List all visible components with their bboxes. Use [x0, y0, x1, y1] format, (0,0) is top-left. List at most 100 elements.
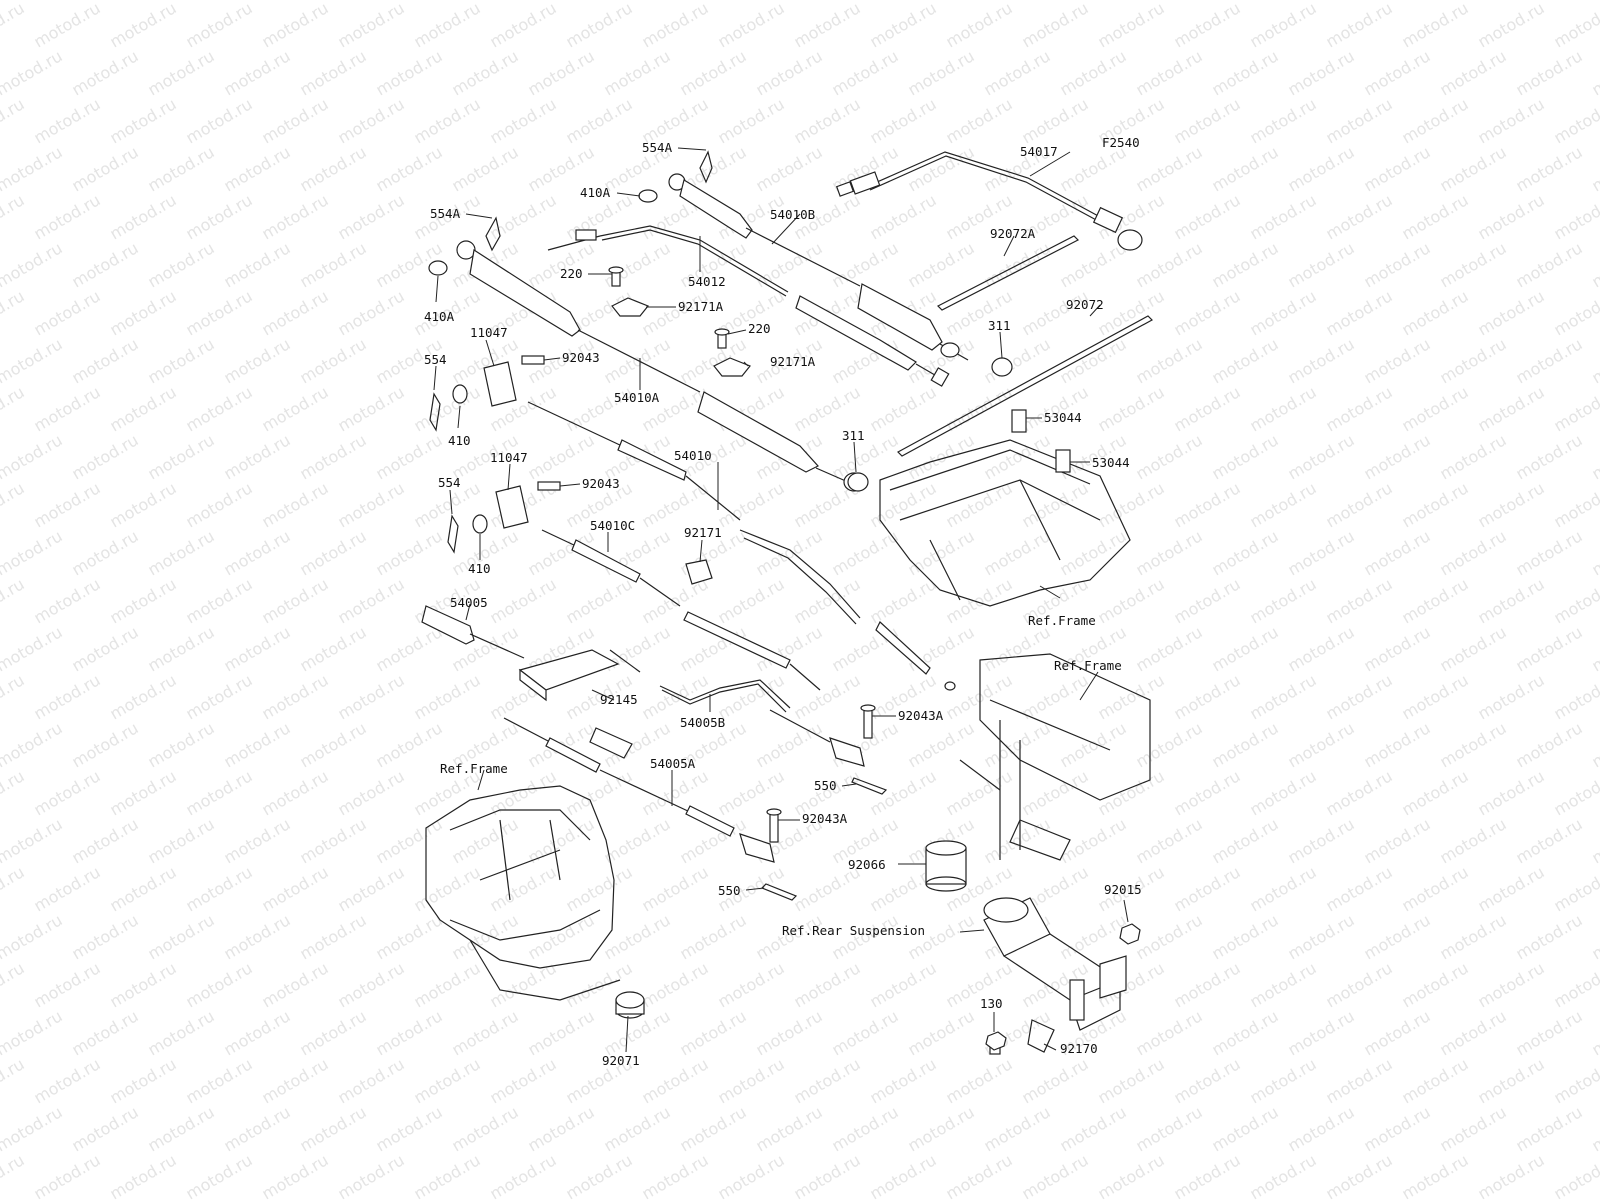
- watermark-text: motod.ru: [107, 94, 180, 147]
- watermark-text: motod.ru: [31, 862, 104, 915]
- watermark-text: motod.ru: [563, 574, 636, 627]
- watermark-text: motod.ru: [1589, 1006, 1600, 1059]
- watermark-text: motod.ru: [1513, 238, 1586, 291]
- watermark-text: motod.ru: [905, 0, 978, 3]
- part-label-53044[interactable]: 53044: [1092, 455, 1130, 470]
- part-label-11047[interactable]: 11047: [470, 325, 508, 340]
- part-label-92043A[interactable]: 92043A: [898, 708, 944, 723]
- watermark-text: motod.ru: [107, 286, 180, 339]
- part-label-410A[interactable]: 410A: [424, 309, 455, 324]
- watermark-text: motod.ru: [1019, 766, 1092, 819]
- watermark-text: motod.ru: [1437, 526, 1510, 579]
- watermark-text: motod.ru: [0, 910, 66, 963]
- part-label-554A[interactable]: 554A: [642, 140, 673, 155]
- watermark-text: motod.ru: [1551, 1054, 1600, 1107]
- part-label-54010B[interactable]: 54010B: [770, 207, 815, 222]
- part-label-11047[interactable]: 11047: [490, 450, 528, 465]
- watermark-text: motod.ru: [183, 766, 256, 819]
- watermark-text: motod.ru: [1171, 958, 1244, 1011]
- watermark-text: motod.ru: [1247, 382, 1320, 435]
- part-label-554[interactable]: 554: [424, 352, 447, 367]
- watermark-text: motod.ru: [1323, 1150, 1396, 1200]
- part-label-92072[interactable]: 92072: [1066, 297, 1104, 312]
- watermark-text: motod.ru: [1209, 718, 1282, 771]
- watermark-text: motod.ru: [601, 910, 674, 963]
- part-label-54010[interactable]: 54010: [674, 448, 712, 463]
- watermark-text: motod.ru: [335, 958, 408, 1011]
- watermark-text: motod.ru: [31, 286, 104, 339]
- part-label-92066[interactable]: 92066: [848, 857, 886, 872]
- watermark-text: motod.ru: [297, 814, 370, 867]
- part-label-220[interactable]: 220: [560, 266, 583, 281]
- watermark-text: motod.ru: [1551, 190, 1600, 243]
- watermark-text: motod.ru: [31, 382, 104, 435]
- watermark-text: motod.ru: [1513, 46, 1586, 99]
- left-small-parts-drawing: [429, 355, 561, 554]
- watermark-text: motod.ru: [1209, 430, 1282, 483]
- part-label-92015[interactable]: 92015: [1104, 882, 1142, 897]
- part-label-550[interactable]: 550: [718, 883, 741, 898]
- part-label-410[interactable]: 410: [448, 433, 471, 448]
- part-label-54010C[interactable]: 54010C: [590, 518, 635, 533]
- watermark-text: motod.ru: [31, 670, 104, 723]
- watermark-text: motod.ru: [0, 286, 28, 339]
- watermark-text: motod.ru: [1133, 142, 1206, 195]
- part-label-92171A[interactable]: 92171A: [678, 299, 724, 314]
- watermark-text: motod.ru: [0, 814, 66, 867]
- part-label-54017[interactable]: 54017: [1020, 144, 1058, 159]
- watermark-text: motod.ru: [867, 574, 940, 627]
- watermark-text: motod.ru: [1513, 1006, 1586, 1059]
- part-label-550[interactable]: 550: [814, 778, 837, 793]
- part-label-410A[interactable]: 410A: [580, 185, 611, 200]
- part-label-54005A[interactable]: 54005A: [650, 756, 696, 771]
- watermark-text: motod.ru: [335, 574, 408, 627]
- watermark-text: motod.ru: [183, 94, 256, 147]
- watermark-text: motod.ru: [1285, 718, 1358, 771]
- watermark-text: motod.ru: [145, 718, 218, 771]
- watermark-text: motod.ru: [1019, 382, 1092, 435]
- watermark-text: motod.ru: [1057, 142, 1130, 195]
- part-label-410[interactable]: 410: [468, 561, 491, 576]
- watermark-text: motod.ru: [601, 334, 674, 387]
- watermark-text: motod.ru: [1095, 766, 1168, 819]
- part-label-554A[interactable]: 554A: [430, 206, 461, 221]
- part-label-92171[interactable]: 92171: [684, 525, 722, 540]
- part-label-130[interactable]: 130: [980, 996, 1003, 1011]
- watermark-text: motod.ru: [1437, 622, 1510, 675]
- watermark-text: motod.ru: [905, 46, 978, 99]
- watermark-text: motod.ru: [1133, 910, 1206, 963]
- part-label-92043A[interactable]: 92043A: [802, 811, 848, 826]
- watermark-text: motod.ru: [1133, 526, 1206, 579]
- part-label-554[interactable]: 554: [438, 475, 461, 490]
- watermark-text: motod.ru: [1171, 670, 1244, 723]
- watermark-text: motod.ru: [411, 862, 484, 915]
- watermark-text: motod.ru: [145, 46, 218, 99]
- part-label-92043[interactable]: 92043: [582, 476, 620, 491]
- part-label-54010A[interactable]: 54010A: [614, 390, 660, 405]
- watermark-text: motod.ru: [1171, 0, 1244, 51]
- watermark-text: motod.ru: [69, 430, 142, 483]
- part-label-92171A[interactable]: 92171A: [770, 354, 816, 369]
- part-label-311[interactable]: 311: [988, 318, 1011, 333]
- watermark-text: motod.ru: [335, 1150, 408, 1200]
- watermark-text: motod.ru: [867, 958, 940, 1011]
- part-label-92043[interactable]: 92043: [562, 350, 600, 365]
- diagram-code-label: F2540: [1102, 135, 1140, 150]
- part-label-54005[interactable]: 54005: [450, 595, 488, 610]
- part-label-92072A[interactable]: 92072A: [990, 226, 1036, 241]
- part-label-311[interactable]: 311: [842, 428, 865, 443]
- watermark-text: motod.ru: [715, 478, 788, 531]
- watermark-text: motod.ru: [69, 910, 142, 963]
- watermark-text: motod.ru: [373, 142, 446, 195]
- part-label-92170[interactable]: 92170: [1060, 1041, 1098, 1056]
- leader-lines: [433, 147, 1129, 1053]
- part-label-54012[interactable]: 54012: [688, 274, 726, 289]
- part-label-54005B[interactable]: 54005B: [680, 715, 725, 730]
- part-label-92145[interactable]: 92145: [600, 692, 638, 707]
- watermark-text: motod.ru: [0, 382, 28, 435]
- part-label-92071[interactable]: 92071: [602, 1053, 640, 1068]
- part-label-53044[interactable]: 53044: [1044, 410, 1082, 425]
- watermark-text: motod.ru: [1589, 46, 1600, 99]
- part-label-220[interactable]: 220: [748, 321, 771, 336]
- watermark-text: motod.ru: [259, 862, 332, 915]
